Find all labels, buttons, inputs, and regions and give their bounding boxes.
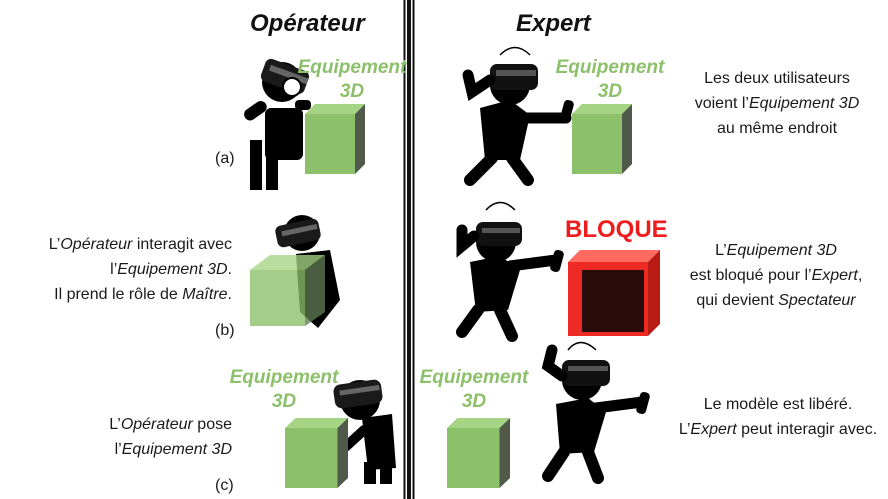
cube-a-expert: [572, 104, 632, 174]
row-label-b: (b): [215, 322, 235, 339]
row-b-left-line3: Il prend le rôle de Maître.: [54, 286, 232, 303]
row-a-description: Les deux utilisateurs voient l’Equipemen…: [672, 66, 882, 141]
column-divider: [403, 0, 415, 499]
equipment-label-line1: Equipement: [297, 57, 407, 78]
row-b-right-line2: est bloqué pour l’Expert,: [689, 267, 863, 284]
cube-b-expert-blocked: [568, 250, 660, 336]
equipment-label-line1: Equipement: [229, 367, 339, 388]
equipment-label-line2: 3D: [271, 391, 297, 412]
equipment-label-c-operator: Equipement 3D: [228, 366, 340, 414]
expert-figure-c: [541, 341, 650, 484]
operator-figure-c: [333, 379, 396, 484]
row-label-a: (a): [215, 150, 235, 167]
row-b-left-line2: l’Equipement 3D.: [110, 261, 232, 278]
blocked-badge: BLOQUE: [565, 216, 668, 243]
row-c-right-description: Le modèle est libéré. L’Expert peut inte…: [672, 392, 884, 442]
row-c-left-line2: l’Equipement 3D: [114, 441, 232, 458]
equipment-label-line1: Equipement: [419, 367, 529, 388]
equipment-label-a-operator: Equipement 3D: [296, 56, 408, 104]
row-label-c: (c): [215, 477, 234, 494]
row-c-left-description: L’Opérateur pose l’Equipement 3D: [60, 412, 232, 462]
cube-a-operator: [305, 104, 365, 174]
row-a-desc-line3: au même endroit: [716, 120, 838, 137]
header-expert: Expert: [516, 10, 591, 37]
operator-figure-a: [244, 58, 311, 190]
equipment-label-line2: 3D: [339, 81, 365, 102]
row-a-desc-line2: voient l’Equipement 3D: [694, 95, 860, 112]
row-b-right-description: L’Equipement 3D est bloqué pour l’Expert…: [668, 238, 884, 313]
equipment-label-line2: 3D: [461, 391, 487, 412]
row-b-right-line3: qui devient Spectateur: [696, 292, 856, 309]
equipment-label-line2: 3D: [597, 81, 623, 102]
row-b-right-line1: L’Equipement 3D: [715, 242, 837, 259]
row-c-right-line2: L’Expert peut interagir avec.: [678, 421, 878, 438]
expert-figure-b: [456, 201, 564, 342]
row-b-left-line1: L’Opérateur interagit avec: [48, 236, 232, 253]
row-a-desc-line1: Les deux utilisateurs: [704, 70, 850, 87]
equipment-label-a-expert: Equipement 3D: [554, 56, 666, 104]
row-c-right-line1: Le modèle est libéré.: [703, 396, 853, 413]
equipment-label-c-expert: Equipement 3D: [418, 366, 530, 414]
header-operator: Opérateur: [250, 10, 365, 37]
equipment-label-line1: Equipement: [555, 57, 665, 78]
cube-b-operator: [250, 255, 325, 326]
expert-figure-a: [462, 46, 574, 186]
cube-c-expert: [447, 418, 510, 488]
row-b-left-description: L’Opérateur interagit avec l’Equipement …: [10, 232, 232, 307]
row-c-left-line1: L’Opérateur pose: [109, 416, 232, 433]
cube-c-operator: [285, 418, 348, 488]
